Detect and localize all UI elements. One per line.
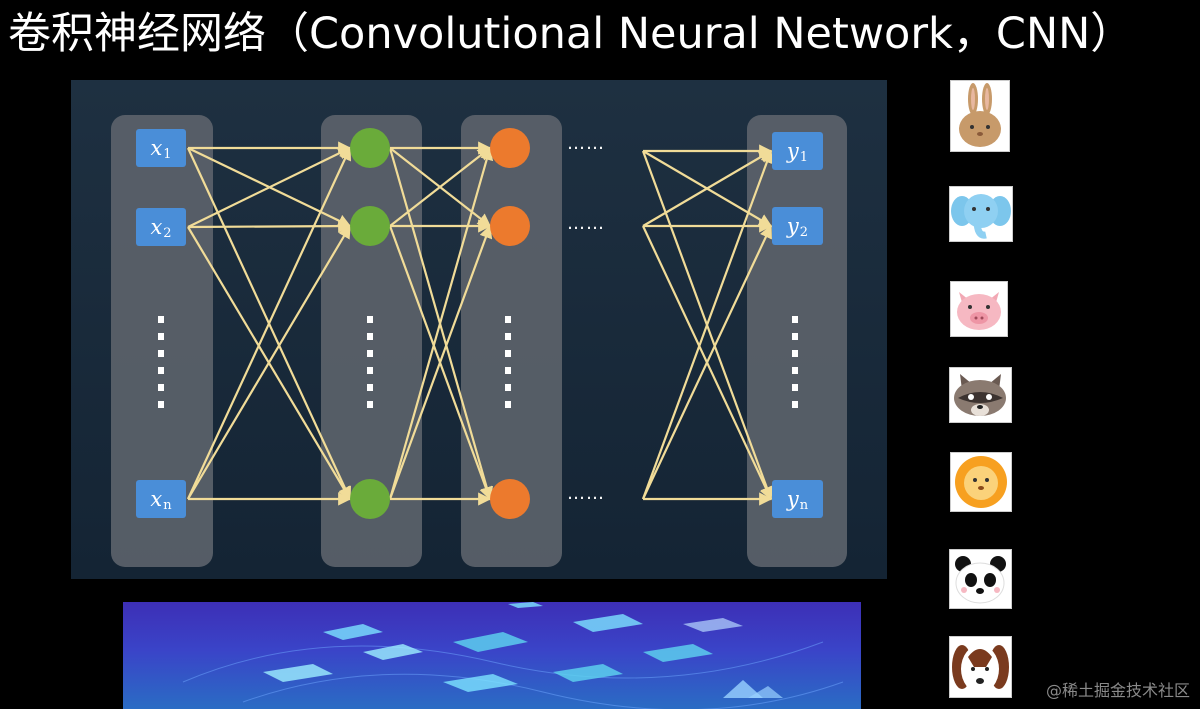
vertical-ellipsis-dot (367, 401, 373, 408)
input-label-base: x (150, 136, 163, 160)
vertical-ellipsis-dot (792, 333, 798, 340)
ellipsis-row-n: …… (567, 483, 605, 504)
input-label-sub: 2 (163, 225, 172, 241)
input-label-sub: 1 (163, 146, 172, 162)
edge-hidden1-hidden2 (388, 146, 494, 500)
vertical-ellipsis-dot (158, 316, 164, 323)
panda-icon (949, 549, 1012, 609)
elephant-icon (949, 186, 1013, 242)
edge-hidden-output (642, 224, 772, 500)
vertical-ellipsis-dot (505, 384, 511, 391)
vertical-ellipsis-dot (367, 333, 373, 340)
input-label-sub: n (163, 497, 172, 513)
hidden1-node (350, 206, 390, 246)
vertical-ellipsis-dot (505, 316, 511, 323)
vertical-ellipsis-dot (792, 350, 798, 357)
vertical-ellipsis-dot (505, 333, 511, 340)
hidden2-node (490, 206, 530, 246)
vertical-ellipsis-dot (367, 316, 373, 323)
edge-input-hidden1 (187, 224, 351, 500)
network-edges (158, 128, 798, 519)
output-label-base: y (786, 214, 799, 238)
vertical-ellipsis-dot (792, 384, 798, 391)
vertical-ellipsis-dot (158, 384, 164, 391)
vertical-ellipsis-dot (792, 316, 798, 323)
edge-hidden-output (642, 150, 773, 227)
vertical-ellipsis-dot (792, 367, 798, 374)
ellipsis-row-1: …… (567, 133, 605, 154)
vertical-ellipsis-dot (505, 367, 511, 374)
raccoon-icon (949, 367, 1012, 423)
hidden1-node (350, 479, 390, 519)
page-title: 卷积神经网络（Convolutional Neural Network，CNN） (8, 9, 1134, 59)
watermark: @稀土掘金技术社区 (1045, 681, 1190, 700)
rabbit-icon (950, 80, 1010, 152)
hidden2-node (490, 128, 530, 168)
edge-hidden-output (641, 149, 774, 500)
vertical-ellipsis-dot (158, 333, 164, 340)
vertical-ellipsis-dot (792, 401, 798, 408)
tech-illustration (123, 602, 861, 709)
output-label-sub: 1 (799, 149, 809, 165)
vertical-ellipsis-dot (158, 401, 164, 408)
input-label-base: x (150, 215, 163, 239)
edge-hidden1-hidden2 (388, 224, 493, 500)
ellipsis-row-2: …… (567, 213, 605, 234)
vertical-ellipsis-dot (505, 401, 511, 408)
output-label-sub: n (799, 497, 809, 513)
edge-input-hidden1 (187, 146, 352, 500)
vertical-ellipsis-dot (505, 350, 511, 357)
output-label-sub: 2 (799, 224, 809, 240)
vertical-ellipsis-dot (367, 350, 373, 357)
vertical-ellipsis-dot (367, 384, 373, 391)
vertical-ellipsis-dot (158, 367, 164, 374)
vertical-ellipsis-dot (367, 367, 373, 374)
hidden1-node (350, 128, 390, 168)
dog-icon (949, 636, 1012, 698)
hidden2-node (490, 479, 530, 519)
edge-input-hidden1 (187, 219, 352, 233)
output-label-base: y (786, 487, 799, 511)
output-label-base: y (786, 139, 799, 163)
pig-icon (950, 281, 1008, 337)
edge-hidden1-hidden2 (389, 147, 492, 227)
lion-icon (950, 452, 1012, 512)
input-label-base: x (150, 487, 163, 511)
vertical-ellipsis-dot (158, 350, 164, 357)
edge-input-hidden1 (187, 147, 352, 228)
